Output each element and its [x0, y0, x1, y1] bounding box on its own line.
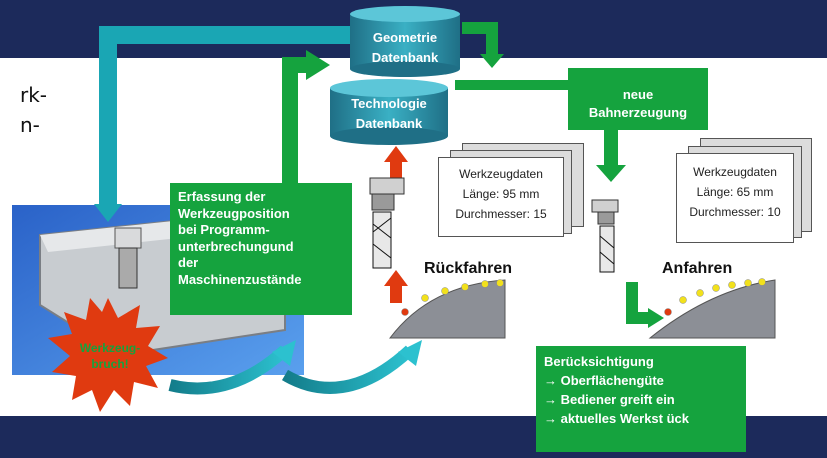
rueckfahren-label: Rückfahren	[424, 260, 513, 277]
technologie-cylinder	[330, 79, 448, 145]
teal-curved-arrow-1	[168, 345, 290, 395]
path-points-left	[401, 279, 504, 316]
card-right-length: Länge: 65 mm	[696, 185, 774, 199]
neue-line2: Bahnerzeugung	[588, 105, 688, 120]
erfassung-line: Maschinenzustände	[178, 271, 302, 287]
erfassung-box: Erfassung der Werkzeugposition bei Progr…	[170, 183, 352, 315]
card-right-diameter: Durchmesser: 10	[689, 205, 781, 219]
erfassung-line: unterbrechungund	[178, 238, 294, 254]
technologie-label-line1: Technologie	[351, 96, 427, 111]
green-arrow-down-shaft	[604, 128, 618, 168]
left-text-line2: n-	[20, 113, 40, 137]
beruecksichtigung-box: Berücksichtigung → Oberflächengüte → Bed…	[536, 346, 746, 452]
surface-left	[388, 279, 506, 339]
teal-arrow-to-machine	[99, 26, 355, 208]
teal-curved-arrow-2	[281, 345, 415, 394]
beruecksichtigung-item: → Oberflächengüte	[544, 373, 664, 388]
left-text-line1: rk-	[20, 83, 48, 107]
beruecksichtigung-title: Berücksichtigung	[544, 354, 654, 369]
green-arrow-anfahren	[626, 282, 652, 324]
technologie-label: Technologie Datenbank	[330, 94, 448, 134]
burst-shape	[48, 298, 168, 412]
geometrie-label: Geometrie Datenbank	[350, 28, 460, 68]
card-right: Werkzeugdaten Länge: 65 mm Durchmesser: …	[676, 153, 794, 243]
green-arrow-geometrie	[462, 22, 498, 58]
erfassung-line: Erfassung der	[178, 189, 266, 204]
path-points-right	[664, 278, 766, 316]
geometrie-label-line2: Datenbank	[371, 50, 439, 65]
erfassung-line: Werkzeugposition	[178, 205, 290, 221]
card-right-title: Werkzeugdaten	[693, 165, 777, 179]
green-arrow-up	[282, 57, 310, 185]
tool-right	[591, 199, 619, 273]
beruecksichtigung-item: → Bediener greift ein	[544, 392, 675, 407]
burst-line2: bruch!	[91, 357, 129, 371]
tool-left	[369, 177, 405, 269]
anfahren-label: Anfahren	[662, 260, 733, 277]
green-link	[455, 80, 575, 90]
beruecksichtigung-item: → aktuelles Werkst ück	[544, 411, 689, 426]
burst-line1: Werkzeug-	[79, 341, 141, 355]
technologie-label-line2: Datenbank	[355, 116, 423, 131]
neue-line1: neue	[622, 87, 654, 102]
erfassung-line: der	[178, 255, 199, 270]
card-left: Werkzeugdaten Länge: 95 mm Durchmesser: …	[438, 157, 564, 237]
card-left-diameter: Durchmesser: 15	[455, 207, 547, 221]
geometrie-cylinder	[350, 6, 460, 77]
burst-label: Werkzeug- bruch!	[70, 340, 150, 372]
geometrie-label-line1: Geometrie	[372, 30, 438, 45]
card-left-title: Werkzeugdaten	[459, 167, 543, 181]
erfassung-line: bei Programm-	[178, 222, 270, 237]
surface-right	[648, 279, 776, 339]
card-left-length: Länge: 95 mm	[462, 187, 540, 201]
neue-bahnerzeugung-box: neue Bahnerzeugung	[568, 68, 708, 130]
